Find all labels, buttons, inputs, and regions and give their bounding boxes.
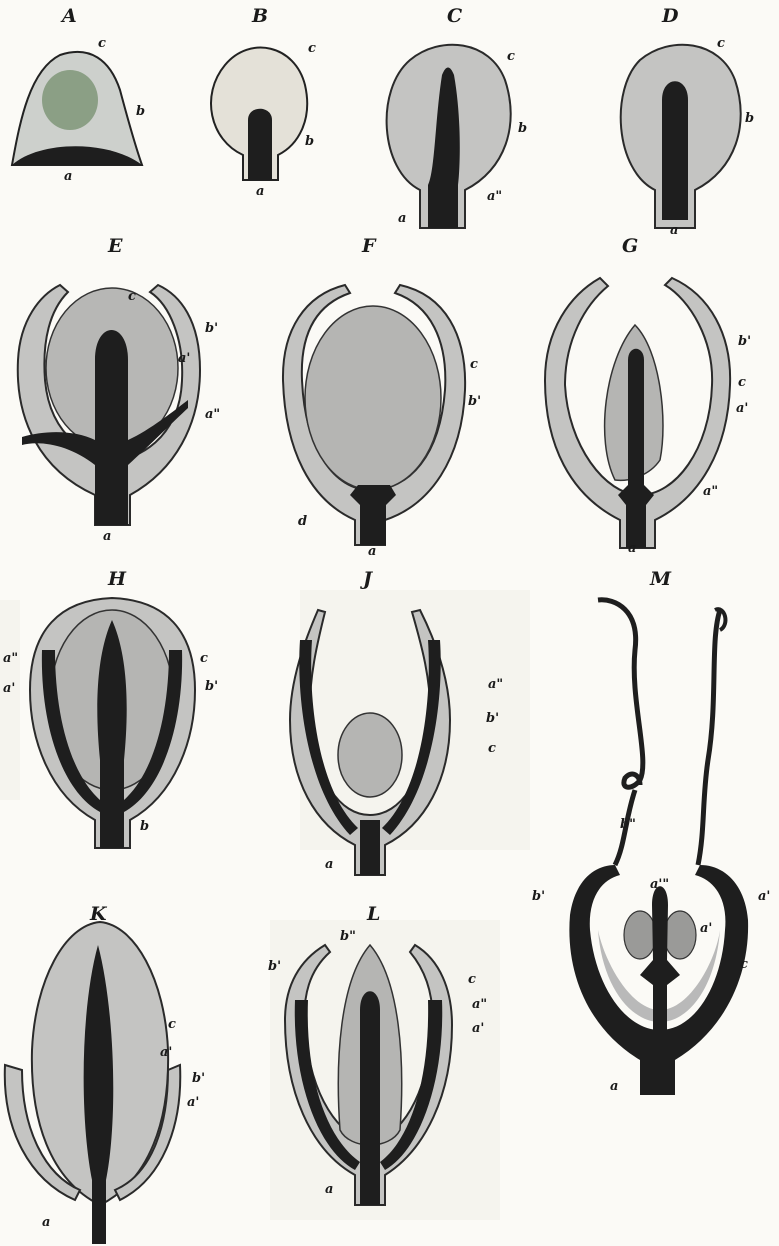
label: a [398, 211, 406, 226]
figure-H: H a" c a' b' b [3, 568, 218, 848]
label: a [368, 544, 376, 559]
label: a [325, 857, 333, 872]
figure-letter: E [107, 235, 123, 257]
label: a" [3, 651, 18, 666]
label: c [470, 357, 478, 372]
label: c [488, 741, 496, 756]
figure-letter: J [360, 568, 374, 590]
label: c [468, 972, 476, 987]
figure-letter: A [60, 5, 77, 27]
label: c [98, 36, 106, 51]
label: c [168, 1017, 176, 1032]
figure-letter: B [251, 5, 268, 27]
label: a' [178, 351, 190, 366]
label: b' [738, 334, 751, 349]
figure-G: G b' c a' a" a [545, 235, 751, 556]
figure-E: E c b' a' a" a [18, 235, 220, 544]
figure-B: B c b a [211, 5, 316, 199]
label: a [670, 223, 678, 238]
label: b' [192, 1071, 205, 1086]
label: a' [700, 921, 712, 936]
figure-D: D c b a [621, 5, 754, 238]
label: a [42, 1215, 50, 1230]
label: a" [703, 484, 718, 499]
label: c [717, 36, 725, 51]
label: b [305, 134, 314, 149]
figure-M: M b" a'" b' a' a' c a [532, 568, 770, 1095]
label: a" [488, 677, 503, 692]
label: b" [620, 817, 636, 832]
figure-letter: C [447, 5, 462, 27]
label: c [740, 957, 748, 972]
label: c [507, 49, 515, 64]
label: b [136, 104, 145, 119]
label: b' [268, 959, 281, 974]
figure-letter: M [649, 568, 672, 590]
label: b' [468, 394, 481, 409]
label: a" [487, 189, 502, 204]
label: a [103, 529, 111, 544]
figure-F: F c b' d a [283, 235, 481, 559]
figure-letter: L [366, 903, 380, 925]
label: a'" [650, 877, 669, 892]
label: d [298, 514, 307, 529]
label: c [200, 651, 208, 666]
label: b" [340, 929, 356, 944]
label: b [745, 111, 754, 126]
label: b' [205, 321, 218, 336]
label: a' [472, 1021, 484, 1036]
figure-letter: D [661, 5, 679, 27]
figure-letter: F [361, 235, 377, 257]
figure-C: C c b a" a [387, 5, 527, 228]
label: a' [187, 1095, 199, 1110]
label: a [256, 184, 264, 199]
label: a" [205, 407, 220, 422]
label: b' [532, 889, 545, 904]
label: a' [758, 889, 770, 904]
label: a' [736, 401, 748, 416]
label: b [140, 819, 149, 834]
label: a" [472, 997, 487, 1012]
label: c [308, 41, 316, 56]
label: b' [205, 679, 218, 694]
label: b [518, 121, 527, 136]
label: c [738, 375, 746, 390]
label: a [64, 169, 72, 184]
label: c [128, 289, 136, 304]
label: a [610, 1079, 618, 1094]
figure-letter: H [107, 568, 127, 590]
label: a [325, 1182, 333, 1197]
label: a' [3, 681, 15, 696]
label: b' [486, 711, 499, 726]
figure-A: A c b a [12, 5, 145, 184]
figure-letter: G [622, 235, 638, 257]
figure-K: K c a' b' a' a [5, 903, 205, 1244]
label: a [628, 541, 636, 556]
label: a' [160, 1045, 172, 1060]
